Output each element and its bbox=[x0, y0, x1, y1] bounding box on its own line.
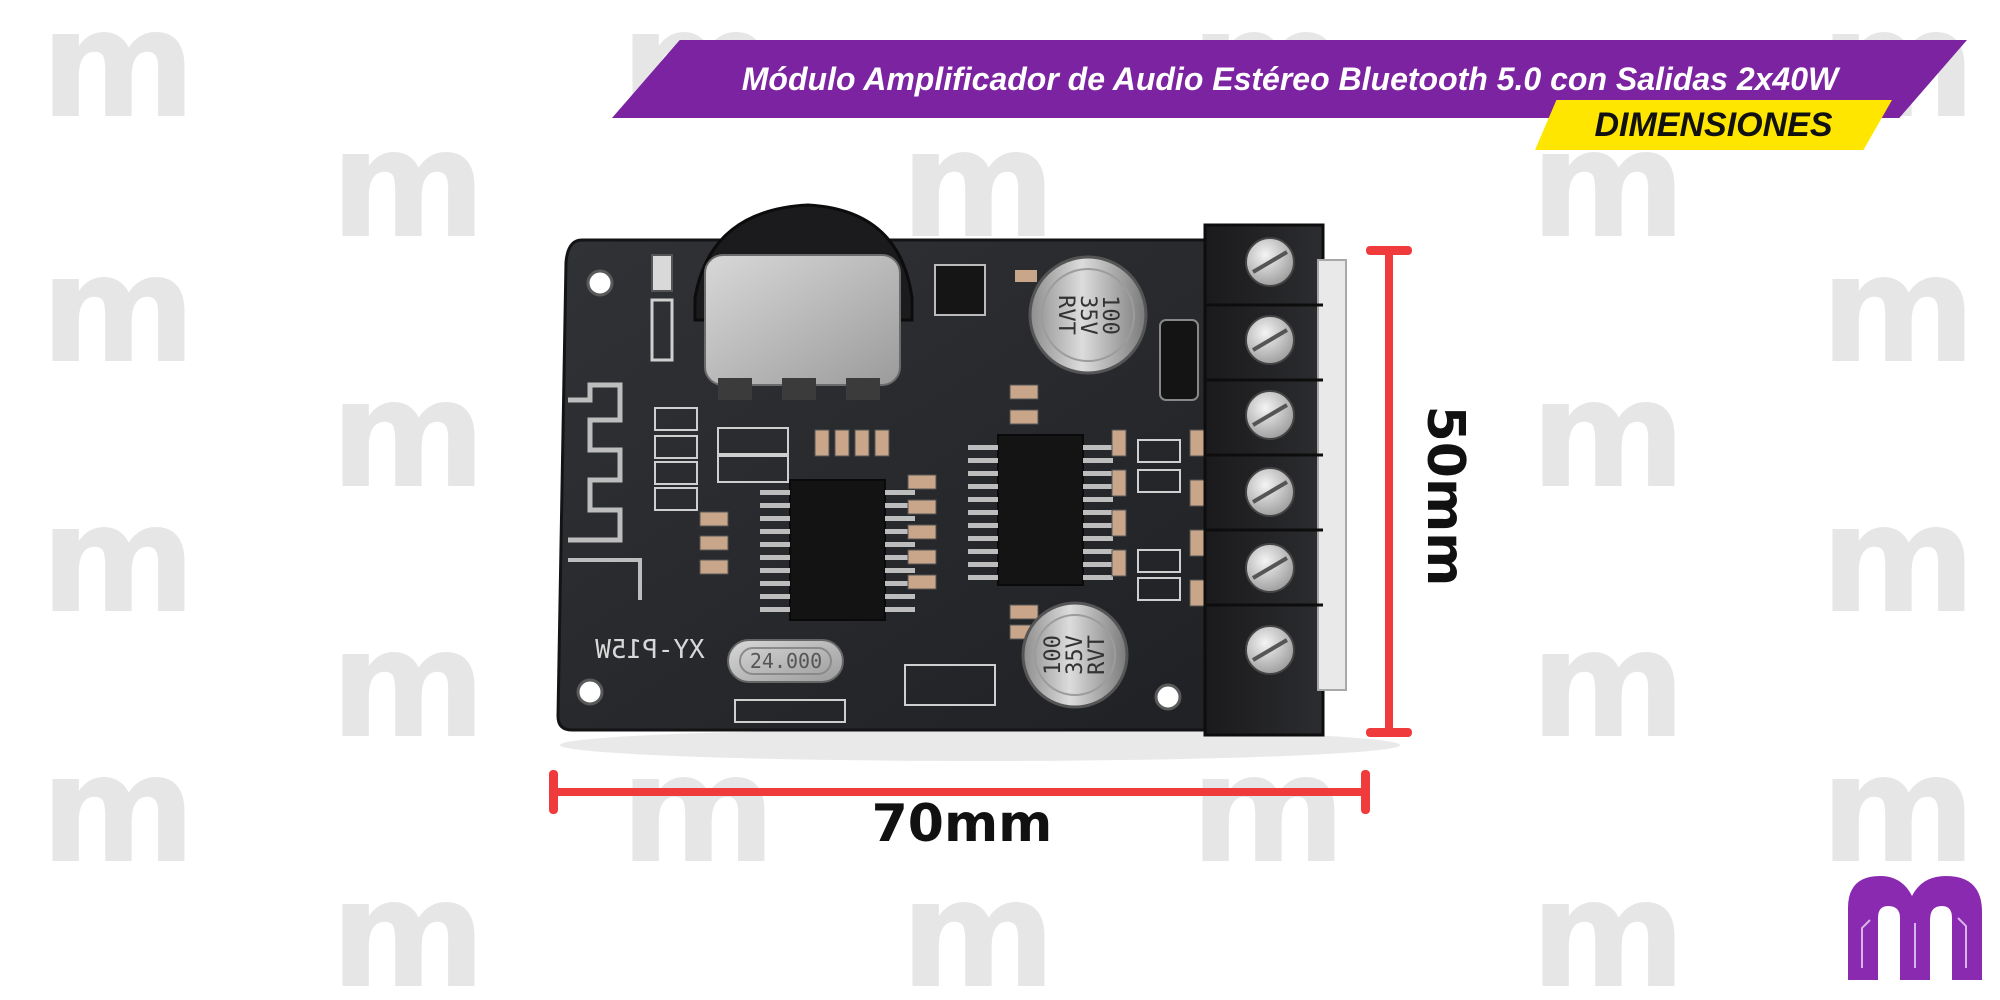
mounting-hole bbox=[586, 269, 614, 297]
watermark-m: m bbox=[330, 848, 487, 1000]
board-shadow bbox=[560, 729, 1400, 761]
pot-pin bbox=[846, 378, 880, 400]
amp-chip-pins bbox=[968, 445, 1113, 580]
terminal-screws bbox=[1245, 237, 1295, 675]
watermark-m: m bbox=[40, 223, 197, 397]
crystal-oscillator: 24.000 bbox=[727, 639, 844, 683]
capacitor-label-2: 35V bbox=[1063, 635, 1088, 675]
watermark-m: m bbox=[1820, 223, 1977, 397]
banner-subtitle: DIMENSIONES bbox=[1594, 106, 1833, 144]
watermark-m: m bbox=[330, 598, 487, 772]
pot-pin bbox=[718, 378, 752, 400]
bluetooth-chip bbox=[789, 479, 886, 621]
height-dimension-cap-top bbox=[1366, 246, 1412, 255]
width-dimension-cap-left bbox=[549, 770, 558, 814]
smd-led bbox=[651, 254, 673, 292]
crystal-label: 24.000 bbox=[750, 649, 822, 673]
capacitor-top: 100 35V RVT bbox=[1028, 255, 1148, 375]
watermark-m: m bbox=[40, 473, 197, 647]
subtitle-ribbon bbox=[1535, 100, 1892, 150]
watermark-m: m bbox=[40, 0, 197, 152]
watermark-m: m bbox=[330, 348, 487, 522]
silkscreen-outlines bbox=[654, 407, 1181, 723]
smd-components bbox=[699, 384, 1205, 640]
power-inductor bbox=[1159, 319, 1199, 401]
potentiometer-housing bbox=[704, 254, 901, 386]
capacitor-bottom: 100 35V RVT bbox=[1021, 601, 1129, 709]
bluetooth-antenna bbox=[568, 382, 623, 543]
board-model-label: XY-P15W bbox=[595, 635, 705, 665]
silkscreen-box bbox=[650, 298, 674, 362]
height-label: 50mm bbox=[1415, 405, 1475, 587]
brand-logo bbox=[1848, 876, 1982, 980]
mounting-hole bbox=[576, 678, 604, 706]
watermark-m: m bbox=[40, 723, 197, 897]
capacitor-label-1: 100 bbox=[1097, 295, 1122, 335]
amplifier-chip bbox=[997, 434, 1084, 586]
antenna-feed bbox=[568, 558, 642, 600]
watermark-m: m bbox=[620, 723, 777, 897]
watermark-m: m bbox=[900, 848, 1057, 1000]
watermark-m: m bbox=[1820, 723, 1977, 897]
logo-circuit-lines bbox=[1861, 917, 1967, 968]
capacitor-label-3: RVT bbox=[1053, 295, 1078, 335]
mounting-hole bbox=[1154, 683, 1182, 711]
width-label: 70mm bbox=[871, 794, 1053, 854]
capacitor-label-1: 100 bbox=[1041, 635, 1066, 675]
voltage-regulator bbox=[934, 264, 986, 316]
chip-pins bbox=[760, 490, 915, 612]
width-dimension-cap-right bbox=[1361, 770, 1370, 814]
watermark-m: m bbox=[1820, 473, 1977, 647]
capacitor-label-2: 35V bbox=[1075, 295, 1100, 335]
pot-pin bbox=[782, 378, 816, 400]
watermark-m: m bbox=[1190, 723, 1347, 897]
capacitor-label-3: RVT bbox=[1085, 635, 1110, 675]
watermark-m: m bbox=[1530, 598, 1687, 772]
smd-resistor bbox=[1015, 270, 1037, 282]
watermark-m: m bbox=[1530, 848, 1687, 1000]
width-dimension-line bbox=[553, 788, 1366, 796]
height-dimension-line bbox=[1385, 250, 1393, 732]
screw-terminal-block bbox=[1203, 223, 1347, 737]
banner-title: Módulo Amplificador de Audio Estéreo Blu… bbox=[741, 61, 1839, 97]
watermark-m: m bbox=[330, 98, 487, 272]
height-dimension-cap-bottom bbox=[1366, 728, 1412, 737]
watermark-m: m bbox=[900, 98, 1057, 272]
watermark-m: m bbox=[1530, 348, 1687, 522]
